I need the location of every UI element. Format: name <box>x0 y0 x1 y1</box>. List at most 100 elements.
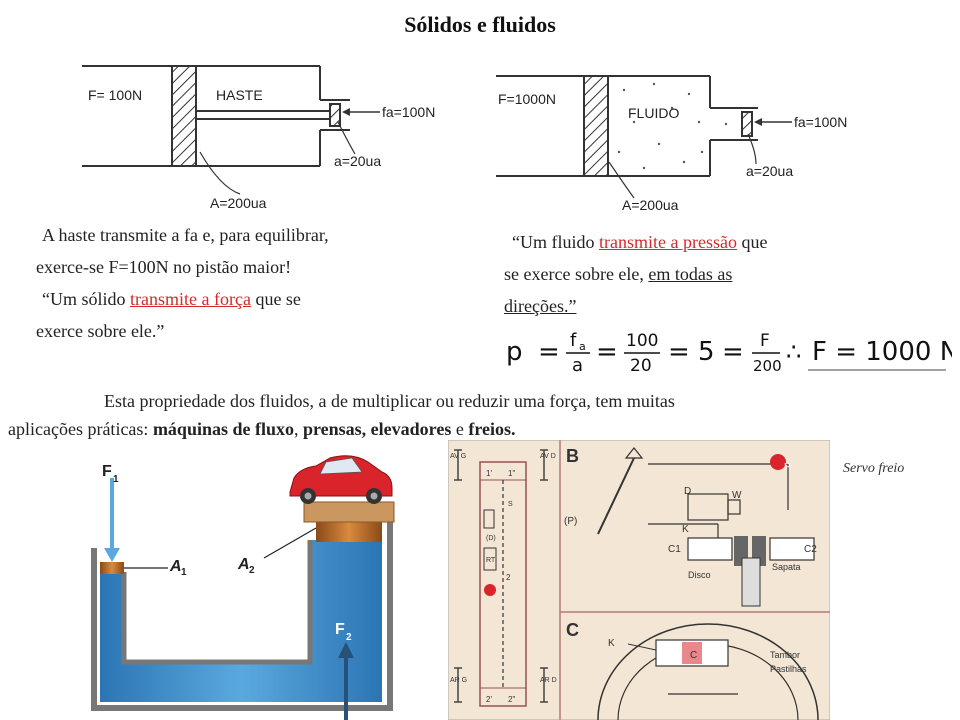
fluid-line-2-underline: em todas as <box>648 264 733 284</box>
solid-quote-highlight: transmite a força <box>130 289 251 309</box>
solid-line-4: exerce sobre ele.” <box>36 321 165 341</box>
a1-label: A <box>169 558 182 575</box>
label-pastilhas: Pastilhas <box>770 664 807 674</box>
pump-icon <box>770 454 786 470</box>
summary-fluxo: máquinas de fluxo <box>152 419 294 439</box>
formula-a: a <box>572 355 583 376</box>
label-av-d: AV D <box>540 453 556 460</box>
label-s: S <box>508 501 513 508</box>
solid-small-force-label: fa=100N <box>382 104 435 120</box>
label-2b: 2" <box>508 695 515 704</box>
formula-eq-4: = <box>722 337 744 367</box>
fluid-particles <box>617 82 728 170</box>
summary-sep-1: , <box>293 419 303 439</box>
a2-label: A <box>237 556 250 573</box>
formula-eq-3: = <box>668 337 690 367</box>
solid-line-2: exerce-se F=100N no pistão maior! <box>36 257 292 277</box>
servo-brake-caption: Servo freio <box>843 461 905 476</box>
label-rt: RT <box>486 557 496 564</box>
fluid-quote: “Um fluido transmite a pressão que <box>504 226 944 258</box>
label-2a: 2' <box>486 695 492 704</box>
fluid-large-area-label: A=200ua <box>622 197 679 213</box>
formula-eq-2: = <box>596 337 618 367</box>
solid-quote-start: “Um sólido <box>42 289 130 309</box>
fluid-quote-start: “Um fluido <box>512 232 599 252</box>
summary-line-1: Esta propriedade dos fluidos, a de multi… <box>104 391 675 411</box>
f1-sub: 1 <box>113 474 119 485</box>
formula-therefore: ∴ <box>786 338 801 366</box>
solid-large-area-label: A=200ua <box>210 195 267 211</box>
formula-fa: f <box>570 330 577 351</box>
label-tambor: Tambor <box>770 650 800 660</box>
large-piston-lift <box>316 520 382 542</box>
fluid-explanation: “Um fluido transmite a pressão que se ex… <box>504 226 944 322</box>
fluid-force-label: F=1000N <box>498 91 556 107</box>
fluid-line-3: direções.” <box>504 290 944 322</box>
label-disco: Disco <box>688 570 711 580</box>
rod-label: HASTE <box>216 87 263 103</box>
formula-result: F = 1000 N <box>812 337 952 367</box>
pressure-formula: p = f a a = 100 20 = 5 = F 200 ∴ F = 100… <box>506 330 952 376</box>
label-d2: (D) <box>486 535 496 542</box>
summary-freios: freios. <box>468 419 516 439</box>
label-w: W <box>732 490 742 501</box>
fluid-label: FLUIDO <box>628 105 679 121</box>
f1-label: F <box>102 463 112 480</box>
formula-den1: 20 <box>630 356 652 376</box>
label-c1: C1 <box>668 544 681 555</box>
fluid-diagram: F=1000N FLUIDO fa=100N a=20ua A=200ua <box>496 75 847 213</box>
formula-num1: 100 <box>626 331 658 351</box>
summary-line-2: aplicações práticas: máquinas de fluxo, … <box>8 415 948 443</box>
a1-sub: 1 <box>181 567 187 578</box>
solid-line-1: A haste transmite a fa e, para equilibra… <box>42 225 329 245</box>
lift-container-wall <box>91 518 393 711</box>
f2-sub: 2 <box>346 632 352 643</box>
fluid-small-area-label: a=20ua <box>746 163 793 179</box>
formula-fa-sub: a <box>579 340 586 353</box>
fluid-quote-highlight: transmite a pressão <box>599 232 737 252</box>
formula-p: p <box>506 337 523 367</box>
fluid-line-2-start: se exerce sobre ele, <box>504 264 649 284</box>
car-icon <box>289 455 393 504</box>
summary-paragraph: Esta propriedade dos fluidos, a de multi… <box>8 387 948 443</box>
solid-quote-end: que se <box>250 289 301 309</box>
piston-plate <box>303 501 395 523</box>
label-av-g: AV G <box>450 453 466 460</box>
formula-eq-1: = <box>538 337 560 367</box>
servo-brake-figure: B D W K (P) C1 C2 Disco Sapata P C C K T… <box>448 440 830 720</box>
solid-force-label: F= 100N <box>88 87 142 103</box>
solid-explanation: A haste transmite a fa e, para equilibra… <box>36 219 456 347</box>
fluid-line-3-text: direções.” <box>504 296 577 316</box>
hydraulic-lift-figure: F 1 A 1 A 2 F 2 <box>90 448 395 720</box>
label-c2: C2 <box>804 544 817 555</box>
summary-sep-2: e <box>451 419 469 439</box>
formula-den2: 200 <box>753 357 782 375</box>
label-ar-d: AR D <box>540 677 557 684</box>
fluid-small-piston <box>741 111 753 137</box>
fluid-quote-end: que <box>736 232 768 252</box>
formula-F: F <box>760 331 770 351</box>
large-piston <box>171 65 197 167</box>
summary-prensas: prensas, elevadores <box>302 419 452 439</box>
fluid-large-piston <box>583 75 609 177</box>
drum-outline <box>597 623 819 720</box>
panel-c-label: C <box>566 620 579 640</box>
fluid-small-force-label: fa=100N <box>794 114 847 130</box>
label-p: P <box>784 462 791 473</box>
panel-b-label: B <box>566 446 579 466</box>
label-1a: 1' <box>486 469 492 478</box>
label-1b: 1" <box>508 469 515 478</box>
label-p2: (P) <box>564 516 577 527</box>
label-ar-g: AR G <box>450 677 467 684</box>
pressure-source-icon <box>484 584 496 596</box>
label-d: D <box>684 486 691 497</box>
page-title: Sólidos e fluidos <box>404 12 556 37</box>
label-k: K <box>682 524 689 535</box>
solid-quote: “Um sólido transmite a força que se <box>36 283 456 315</box>
label-c: C <box>690 650 697 661</box>
summary-line-2-start: aplicações práticas: <box>8 419 153 439</box>
solid-diagram: F= 100N HASTE fa=100N a=20ua A=200ua <box>82 65 435 211</box>
a2-sub: 2 <box>249 565 255 576</box>
solid-small-area-label: a=20ua <box>334 153 381 169</box>
label-sapata: Sapata <box>772 562 801 572</box>
